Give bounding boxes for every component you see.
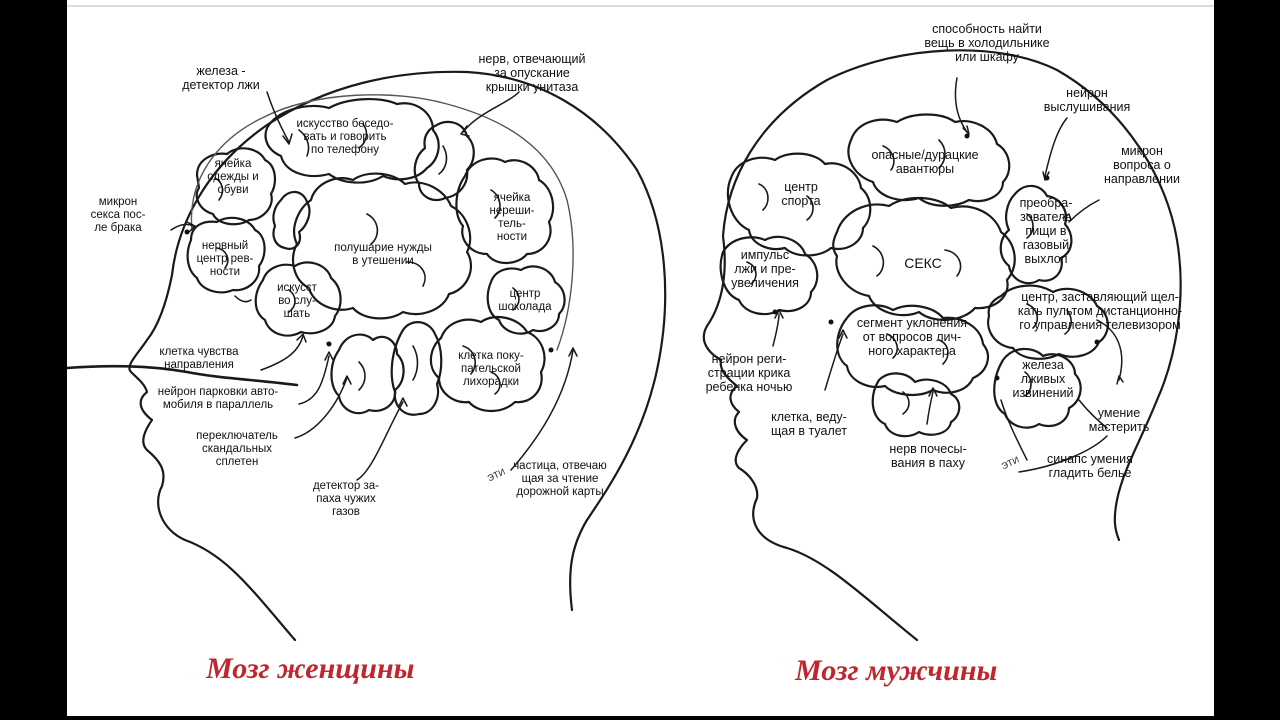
label-lie-gland: железа - детектор лжи — [182, 64, 260, 92]
woman-lobe-shopping — [429, 315, 546, 413]
label-listening-neuron: нейрон выслушивания — [1043, 86, 1131, 114]
woman-lobe-clothes — [195, 147, 277, 226]
man-dot-4 — [828, 319, 834, 325]
label-direction-cell: клетка чувства направления — [159, 346, 239, 371]
woman-lobe-talk — [264, 97, 440, 184]
man-dot-5 — [994, 375, 1000, 381]
woman-lobe-chocolate — [486, 265, 566, 335]
woman-brain-contour — [190, 94, 574, 351]
label-map-particle: частица, отвечаю щая за чтение дорожной … — [513, 460, 607, 498]
woman-dot-1 — [184, 229, 190, 235]
label-chocolate-center: центр шоколада — [498, 288, 552, 313]
label-gas-detector: детектор за- паха чужих газов — [312, 480, 380, 518]
brain-illustrations — [67, 5, 1214, 642]
man-head-outline — [702, 49, 1182, 642]
label-direction-micron: микрон вопроса о направлении — [1104, 144, 1180, 186]
label-baby-neuron: нейрон реги- страции крика ребенка ночью — [705, 352, 793, 394]
man-lobe-groin — [871, 372, 961, 438]
woman-arrowheads — [186, 125, 578, 407]
label-evasion-segment: сегмент уклонения от вопросов лич- ного … — [856, 316, 968, 358]
label-lying-gland: железа лживых извинений — [1012, 358, 1074, 400]
label-toilet-nerve: нерв, отвечающий за опускание крышки уни… — [478, 52, 586, 94]
man-lobe-lie — [719, 235, 819, 316]
man-lobe-adventures — [847, 113, 1011, 207]
label-dangerous-adventures: опасные/дурацкие авантюры — [871, 148, 979, 176]
man-dot-2 — [1044, 175, 1050, 181]
label-talk-art: искусство беседо- вать и говорить по тел… — [296, 118, 394, 156]
label-food-converter: преобра- зователь пищи в газовый выхлоп — [1019, 196, 1073, 266]
man-lobe-remote — [987, 284, 1109, 360]
caption-woman-brain: Мозг женщины — [206, 652, 415, 685]
woman-lobe-indecision — [455, 157, 555, 265]
label-indecision-cell: ячейка нереши- тель- ности — [489, 192, 535, 243]
label-toilet-cell: клетка, веду- щая в туалет — [770, 410, 848, 438]
label-sex-micron: микрон секса пос- ле брака — [90, 196, 146, 234]
label-jealousy-center: нервный центр рев- ности — [196, 240, 254, 278]
label-remote-center: центр, заставляющий щел- кать пультом ди… — [1017, 290, 1183, 332]
man-lobe-gland — [993, 347, 1082, 429]
woman-lobe-toilet — [413, 120, 475, 202]
man-dot-1 — [964, 133, 970, 139]
man-pointers — [772, 77, 1123, 473]
man-dot-3 — [772, 309, 778, 315]
man-arrowheads — [774, 125, 1124, 397]
label-fridge-ability: способность найти вещь в холодильнике ил… — [924, 22, 1050, 64]
man-lobe-evasion — [836, 304, 990, 396]
label-clothes-cell: ячейка одежды и обуви — [207, 158, 259, 196]
label-craft-ability: умение мастерить — [1088, 406, 1150, 434]
label-listening-art: искусст во слу- шать — [277, 282, 317, 320]
woman-lobe-small-fold — [272, 190, 311, 250]
label-sex: СЕКС — [904, 255, 942, 271]
woman-lobe-consolation — [291, 172, 473, 320]
label-ironing-synapse: синапс умения гладить белье — [1047, 452, 1133, 480]
man-dot-6 — [1094, 339, 1100, 345]
label-sports-center: центр спорта — [781, 180, 821, 208]
woman-dot-3 — [548, 347, 554, 353]
man-lobe-food — [999, 184, 1073, 285]
woman-head-outline — [128, 70, 667, 642]
man-folds — [746, 139, 1073, 415]
label-consolation: полушарие нужды в утешении — [334, 242, 432, 267]
label-parking-neuron: нейрон парковки авто- мобиля в параллель — [157, 386, 279, 411]
woman-dot-2 — [326, 341, 332, 347]
diagram-sheet: железа - детектор лжи нерв, отвечающий з… — [67, 0, 1214, 716]
woman-folds — [214, 123, 520, 395]
man-lobe-sex — [832, 196, 1016, 321]
label-gossip-switch: переключатель скандальных сплетен — [196, 430, 278, 468]
label-shopping-fever: клетка поку- пательской лихорадки — [458, 350, 524, 388]
woman-lobe-gas — [390, 321, 443, 416]
caption-man-brain: Мозг мужчины — [795, 654, 998, 687]
label-groin-nerve: нерв почесы- вания в паху — [889, 442, 967, 470]
woman-lobe-listening — [254, 261, 342, 337]
woman-pointer-line — [67, 364, 299, 387]
woman-lobe-jealousy — [186, 216, 266, 294]
woman-pointers — [170, 91, 574, 481]
label-lying-impulse: импульс лжи и пре- увеличения — [731, 248, 799, 290]
